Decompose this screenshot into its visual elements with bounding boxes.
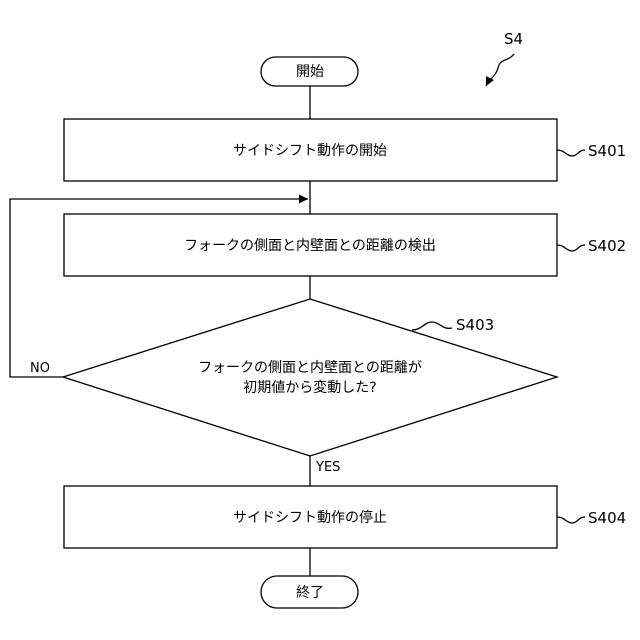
figure-label: S4 xyxy=(486,30,523,86)
figure-label-text: S4 xyxy=(504,30,523,48)
start-terminal: 開始 xyxy=(261,57,358,86)
step-s404-ref-leader xyxy=(557,517,585,523)
step-s401-ref-leader xyxy=(557,150,585,156)
step-s401-label: サイドシフト動作の開始 xyxy=(233,143,387,159)
step-s401-ref: S401 xyxy=(588,142,626,160)
decision-s403-label-line2: 初期値から変動した? xyxy=(243,379,376,396)
decision-s403-label-line1: フォークの側面と内壁面との距離が xyxy=(198,359,422,376)
decision-s403: フォークの側面と内壁面との距離が 初期値から変動した? S403 xyxy=(63,299,557,456)
decision-s403-ref: S403 xyxy=(456,316,494,334)
end-terminal: 終了 xyxy=(261,576,358,608)
step-s401: サイドシフト動作の開始 S401 xyxy=(64,119,626,181)
branch-no-label: NO xyxy=(30,361,50,376)
step-s404: サイドシフト動作の停止 S404 xyxy=(64,486,626,548)
step-s404-label: サイドシフト動作の停止 xyxy=(233,509,387,526)
decision-s403-ref-leader xyxy=(412,322,452,330)
step-s402: フォークの側面と内壁面との距離の検出 S402 xyxy=(64,214,626,276)
step-s402-ref: S402 xyxy=(588,237,626,255)
step-s404-ref: S404 xyxy=(588,509,626,527)
step-s402-label: フォークの側面と内壁面との距離の検出 xyxy=(184,237,436,254)
branch-yes-label: YES xyxy=(315,460,340,475)
start-terminal-label: 開始 xyxy=(296,64,324,80)
step-s402-ref-leader xyxy=(557,245,585,251)
end-terminal-label: 終了 xyxy=(296,585,324,601)
figure-label-arrow xyxy=(486,54,514,86)
